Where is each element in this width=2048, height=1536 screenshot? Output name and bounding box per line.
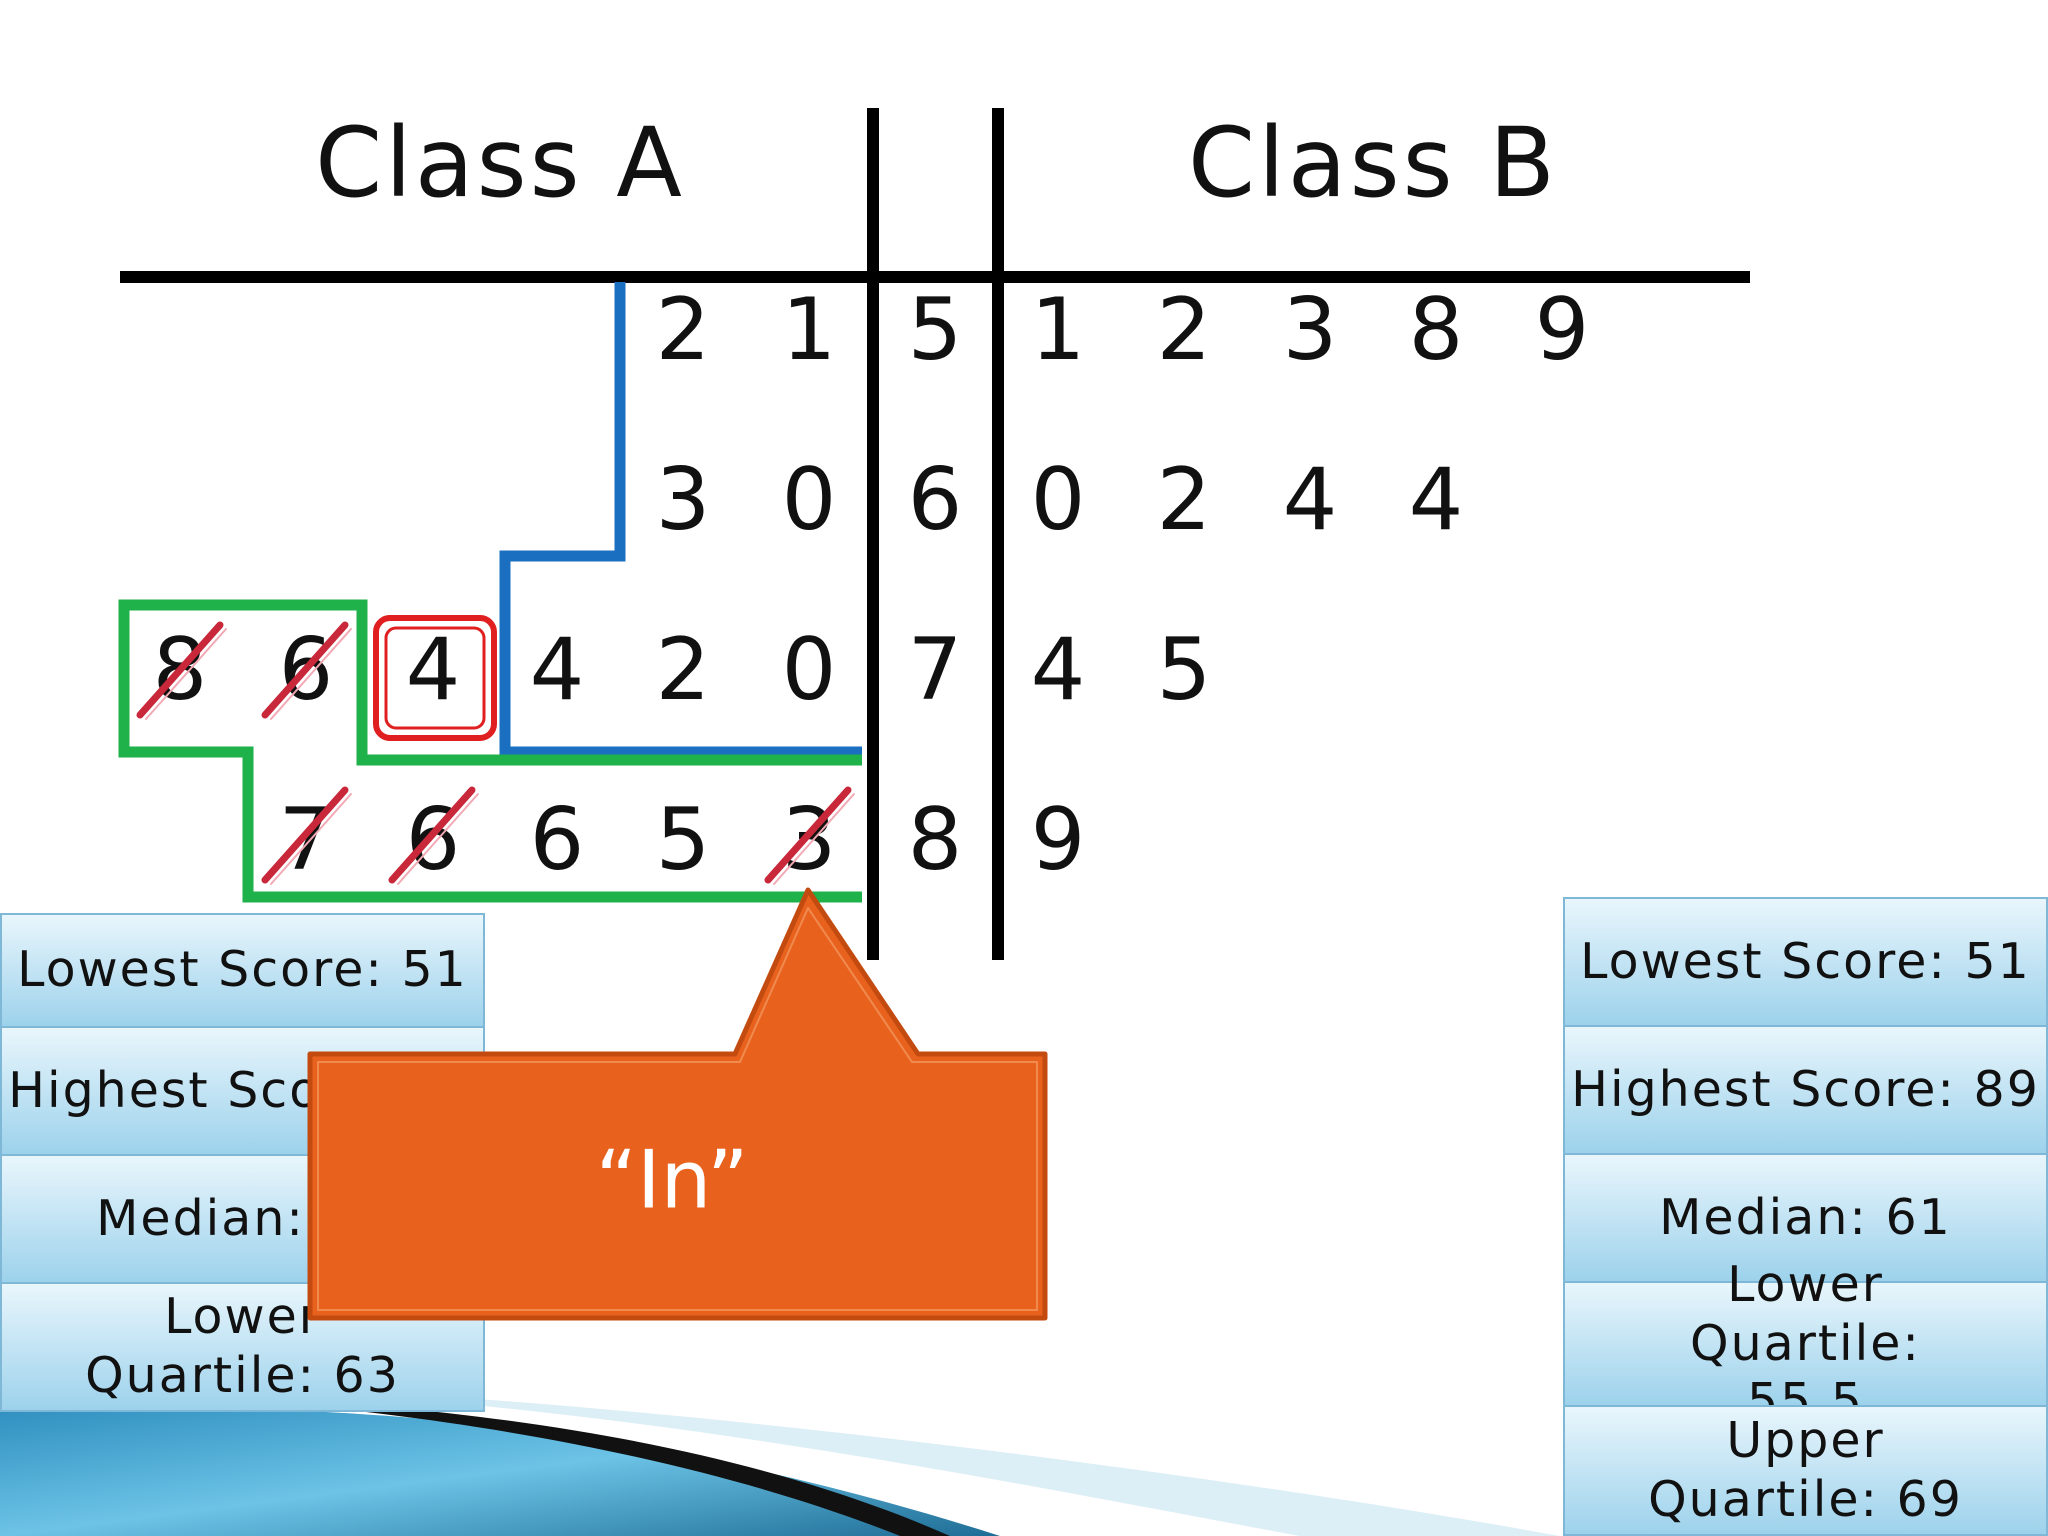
stem: 7 — [907, 620, 963, 720]
stem: 8 — [907, 790, 963, 890]
strike-mark — [136, 621, 224, 719]
left-leaf: 2 — [655, 620, 711, 720]
stem: 5 — [907, 280, 963, 380]
class-a-header: Class A — [315, 107, 685, 219]
left-leaf: 5 — [655, 790, 711, 890]
left-leaf: 1 — [781, 280, 837, 380]
red-highlight-box — [373, 615, 497, 741]
left-leaf: 0 — [781, 450, 837, 550]
callout-text: “In” — [595, 1133, 749, 1227]
class-b-stats: Lowest Score: 51 Highest Score: 89 Media… — [1563, 897, 2048, 1536]
right-leaf: 0 — [1030, 450, 1086, 550]
right-leaf: 9 — [1534, 280, 1590, 380]
right-leaf: 4 — [1030, 620, 1086, 720]
right-leaf: 8 — [1408, 280, 1464, 380]
right-leaf: 2 — [1156, 450, 1212, 550]
left-leaf: 0 — [781, 620, 837, 720]
left-leaf: 3 — [655, 450, 711, 550]
left-leaf: 2 — [655, 280, 711, 380]
class-b-header: Class B — [1188, 107, 1558, 219]
strike-mark — [261, 786, 349, 884]
strike-mark — [764, 786, 852, 884]
right-leaf: 5 — [1156, 620, 1212, 720]
class-b-upper-quartile: Upper Quartile: 69 — [1563, 1405, 2048, 1536]
right-leaf: 1 — [1030, 280, 1086, 380]
right-leaf: 4 — [1282, 450, 1338, 550]
class-b-lowest-score: Lowest Score: 51 — [1563, 897, 2048, 1027]
right-leaf: 3 — [1282, 280, 1338, 380]
green-outline — [118, 599, 862, 903]
left-leaf: 4 — [529, 620, 585, 720]
left-leaf-highlighted: 4 — [405, 620, 461, 720]
left-leaf: 6 — [529, 790, 585, 890]
right-leaf: 9 — [1030, 790, 1086, 890]
right-leaf: 4 — [1408, 450, 1464, 550]
strike-mark — [261, 621, 349, 719]
class-b-highest-score: Highest Score: 89 — [1563, 1025, 2048, 1155]
strike-mark — [388, 786, 476, 884]
blue-outline — [499, 282, 862, 758]
class-b-median: Median: 61 — [1563, 1153, 2048, 1283]
stem: 6 — [907, 450, 963, 550]
right-leaf: 2 — [1156, 280, 1212, 380]
